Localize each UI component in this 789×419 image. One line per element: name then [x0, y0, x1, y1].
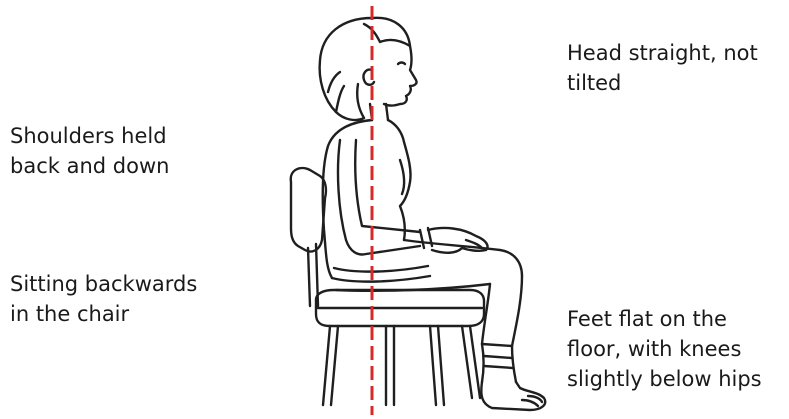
feet-annotation: Feet flat on the floor, with knees sligh… — [567, 304, 762, 394]
head-annotation-line: tilted — [567, 68, 758, 98]
head-annotation: Head straight, not tilted — [567, 38, 758, 98]
sitting-annotation-line: Sitting backwards — [10, 269, 197, 299]
feet-annotation-line: floor, with knees — [567, 334, 762, 364]
feet-annotation-line: Feet flat on the — [567, 304, 762, 334]
sitting-annotation-line: in the chair — [10, 299, 197, 329]
shoulders-annotation-line: back and down — [10, 151, 169, 181]
feet-annotation-line: slightly below hips — [567, 364, 762, 394]
shoulders-annotation-line: Shoulders held — [10, 121, 169, 151]
shoulders-annotation: Shoulders held back and down — [10, 121, 169, 181]
head-annotation-line: Head straight, not — [567, 38, 758, 68]
sitting-annotation: Sitting backwards in the chair — [10, 269, 197, 329]
